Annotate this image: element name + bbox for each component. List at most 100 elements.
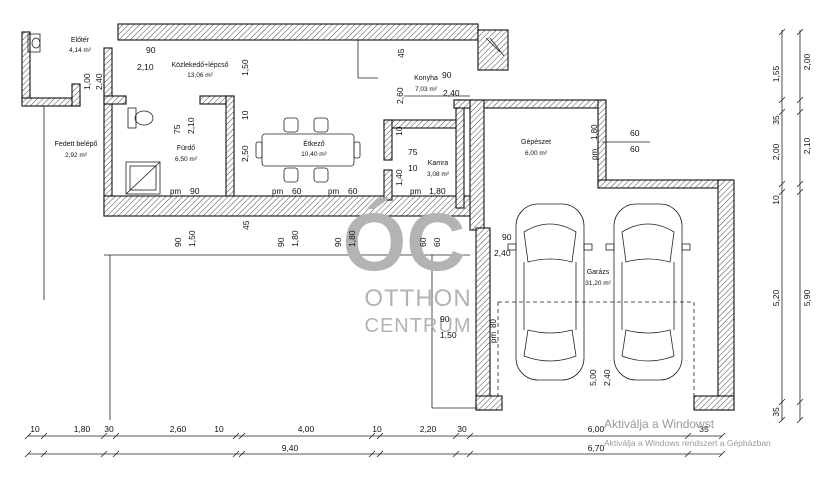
dimension-label: 4,00	[298, 424, 315, 434]
room-name-eloter: Előtér	[71, 37, 90, 44]
activation-title: Aktiválja a Windowst	[604, 417, 715, 431]
opening-label: 10	[408, 163, 418, 173]
wall	[469, 99, 485, 231]
chair	[353, 141, 361, 159]
opening-label: 60	[418, 237, 428, 247]
dimension-tick	[466, 450, 474, 458]
car-body	[515, 203, 585, 381]
toilet	[127, 107, 154, 129]
opening-label: 60	[292, 186, 302, 196]
shower	[125, 161, 161, 195]
room-area-gepeszet: 6,00 m²	[525, 150, 548, 157]
dimension-label: 35	[699, 424, 709, 434]
opening-label: 75	[408, 147, 418, 157]
dimension-tick	[24, 432, 32, 440]
room-name-furdo: Fürdő	[177, 145, 195, 152]
car-mirror	[507, 243, 517, 251]
wall	[21, 31, 31, 103]
opening-label: 45	[396, 48, 406, 58]
wall	[597, 179, 727, 189]
dimension-tick	[112, 432, 120, 440]
dimension-label: 9,40	[282, 443, 299, 453]
dimension-label: 2,60	[170, 424, 187, 434]
opening-label: 60	[432, 237, 442, 247]
opening-label: 10	[394, 126, 404, 136]
walls	[21, 23, 735, 411]
dimension-label: 35	[771, 115, 781, 125]
opening-label: 1,80	[429, 186, 446, 196]
opening-label: 2,40	[602, 369, 612, 386]
room-area-fedett: 2,92 m²	[65, 152, 88, 159]
wall	[21, 97, 81, 107]
opening-label: 90	[333, 237, 343, 247]
dimension-label: 30	[104, 424, 114, 434]
shower-line	[125, 161, 161, 195]
opening-label: 5,00	[588, 369, 598, 386]
dimension-tick	[376, 432, 384, 440]
room-area-etkezo: 10,40 m²	[301, 151, 327, 158]
opening-labels: 90 2,10 1,50 45 90 2,40 2,60 1,00 2,40 7…	[82, 45, 640, 386]
dimension-tick	[796, 180, 804, 188]
opening-label: 2,50	[240, 145, 250, 162]
opening-label: 75	[172, 124, 182, 134]
right-dimensions: 1,55 35 2,00 10 5,20 35 2,00 2,10 5,90	[771, 28, 812, 424]
chair	[313, 117, 329, 133]
wall	[477, 29, 509, 71]
dimension-tick	[684, 450, 692, 458]
opening-label: 1,80	[290, 230, 300, 247]
room-name-konyha: Konyha	[414, 75, 438, 82]
dining-table	[255, 117, 361, 183]
chair	[255, 141, 263, 159]
dimension-tick	[452, 432, 460, 440]
dimension-tick	[778, 398, 786, 406]
opening-label: 60	[348, 186, 358, 196]
dimension-tick	[452, 450, 460, 458]
dimension-label: 10	[214, 424, 224, 434]
dimension-tick	[100, 450, 108, 458]
dimension-tick	[796, 96, 804, 104]
dimension-tick	[238, 450, 246, 458]
stair-line	[489, 37, 505, 57]
dimension-tick	[24, 450, 32, 458]
wall	[455, 99, 465, 209]
outline-lines	[43, 40, 695, 420]
dimension-label: 2,00	[802, 53, 812, 70]
dimension-tick	[796, 188, 804, 196]
watermark: ÓC OTTHON CENTRUM	[343, 197, 471, 337]
wall	[717, 179, 735, 411]
opening-label: pm	[410, 187, 421, 196]
wall	[693, 395, 735, 411]
chair	[283, 167, 299, 183]
dimension-label: 35	[771, 407, 781, 417]
opening-label: 60	[630, 128, 640, 138]
dimension-label: 10	[771, 195, 781, 205]
opening-label: 90	[146, 45, 156, 55]
dimension-tick	[778, 108, 786, 116]
room-area-kozlekedo: 13,06 m²	[187, 72, 213, 79]
sink-bowl	[31, 37, 41, 49]
dimension-tick	[368, 450, 376, 458]
watermark-line1: OTTHON	[364, 285, 471, 312]
car-left	[507, 203, 593, 381]
opening-label: pm	[272, 187, 283, 196]
car-body	[613, 203, 683, 381]
opening-label: 2,60	[395, 87, 405, 104]
dimension-label: 2,20	[420, 424, 437, 434]
dimension-label: 10	[30, 424, 40, 434]
opening-label: 1,50	[240, 59, 250, 76]
dimension-tick	[778, 96, 786, 104]
car-windshield	[523, 223, 577, 263]
wall	[103, 95, 127, 105]
sink	[27, 33, 41, 53]
dimension-tick	[796, 28, 804, 36]
wall	[475, 227, 491, 411]
dimension-tick	[232, 432, 240, 440]
chair	[283, 117, 299, 133]
toilet-tank	[127, 107, 137, 129]
dimension-tick	[778, 188, 786, 196]
watermark-logo: ÓC	[343, 197, 466, 288]
dimension-tick	[40, 432, 48, 440]
dimension-tick	[718, 432, 726, 440]
room-area-konyha: 7,03 m²	[415, 86, 438, 93]
